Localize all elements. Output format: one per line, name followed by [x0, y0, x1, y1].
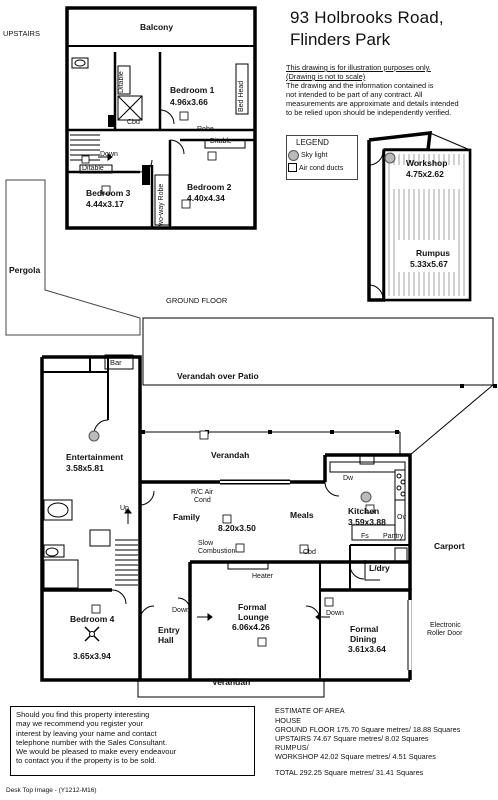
two-way-robe-label: Two-way Robe — [158, 183, 165, 230]
kitchen-dim: 3.59x3.88 — [348, 517, 386, 527]
notice-line-1: Should you find this property interestin… — [16, 710, 150, 719]
workshop-dim: 4.75x2.62 — [406, 169, 444, 179]
electronic-label: Electronic — [430, 622, 461, 629]
image-code: Desk Top Image - (Y1212-M16) — [6, 787, 97, 794]
fs-label: Fs — [361, 533, 369, 540]
cbd-upper-label: Cbd — [127, 119, 140, 126]
bedroom-1-dim: 4.96x3.66 — [170, 97, 208, 107]
formal-lounge-label-1: Formal — [238, 602, 267, 612]
family-label: Family — [173, 512, 200, 522]
down-entry-label: Down — [172, 607, 190, 614]
estimate-total: TOTAL 292.25 Square metres/ 31.41 Square… — [275, 768, 424, 777]
estimate-rumpus: RUMPUS/ — [275, 743, 309, 752]
verandah-mid-label: Verandah — [211, 450, 250, 460]
skylight-legend — [384, 152, 396, 164]
address-line-2: Flinders Park — [290, 30, 391, 49]
disclaimer-line-3: The drawing and the information containe… — [286, 81, 434, 90]
laundry-label: L/dry — [369, 563, 390, 573]
combustion-label: Combustion — [198, 548, 236, 555]
down-dining-label: Down — [326, 610, 344, 617]
notice-line-5: We would be pleased to make every endeav… — [16, 747, 177, 757]
hall-label: Hall — [158, 635, 174, 645]
kitchen-label: Kitchen — [348, 506, 380, 516]
slow-label: Slow — [198, 540, 214, 547]
rumpus-label: Rumpus — [416, 248, 450, 258]
pergola-label: Pergola — [9, 265, 41, 275]
bedroom-2-label: Bedroom 2 — [187, 182, 232, 192]
disclaimer-line-2: (Drawing is not to scale) — [286, 72, 366, 81]
entertainment-label: Entertainment — [66, 452, 124, 462]
verandah-patio-label: Verandah over Patio — [177, 371, 259, 381]
bedroom-4-label: Bedroom 4 — [70, 614, 115, 624]
formal-dining-label-1: Formal — [350, 624, 379, 634]
skylight-legend-icon — [288, 150, 299, 161]
rc-air-label: R/C Air — [191, 489, 214, 496]
pantry-label: Pantry — [383, 533, 404, 540]
ditable-bed2-label: Ditable — [210, 138, 232, 145]
disclaimer-line-5: measurements are approximate and details… — [286, 99, 459, 108]
aircon-legend-icon — [288, 163, 297, 172]
carport-label: Carport — [434, 541, 465, 551]
skylight-kitchen — [360, 491, 372, 503]
estimate-upstairs: UPSTAIRS 74.67 Square metres/ 8.02 Squar… — [275, 734, 429, 743]
upstairs-outer-wall — [65, 6, 257, 230]
pergola-outline — [5, 179, 141, 336]
disclaimer-line-4: not intended to be part of any contract.… — [286, 90, 423, 99]
ditable-upper-label: Ditable — [118, 71, 125, 93]
formal-lounge-label-2: Lounge — [238, 612, 269, 622]
heater-label: Heater — [252, 573, 274, 580]
up-label: Up — [120, 505, 129, 512]
bedroom-2-dim: 4.40x4.34 — [187, 193, 225, 203]
cbd-lower-label: Cbd — [303, 549, 316, 556]
bar-label: Bar — [110, 358, 122, 367]
estimate-house: HOUSE — [275, 716, 301, 725]
rumpus-dim: 5.33x5.67 — [410, 259, 448, 269]
formal-dining-label-2: Dining — [350, 634, 377, 644]
disclaimer-line-6: to be relied upon should be independentl… — [286, 108, 452, 117]
notice-line-6: to contact you if the property is to be … — [16, 756, 157, 766]
bedroom-3-dim: 4.44x3.17 — [86, 199, 124, 209]
robe-label: Robe — [197, 126, 214, 133]
disclaimer-line-1: This drawing is for illustration purpose… — [286, 63, 431, 72]
notice-line-3: interest by leaving your name and contac… — [16, 728, 157, 738]
bedroom-1-label: Bedroom 1 — [170, 85, 215, 95]
bedroom-3-label: Bedroom 3 — [86, 188, 131, 198]
formal-dining-dim: 3.61x3.64 — [348, 644, 386, 654]
skylight-entertainment — [88, 430, 100, 442]
meals-label: Meals — [290, 510, 314, 520]
ground-floor-label: GROUND FLOOR — [166, 296, 228, 305]
estimate-workshop: WORKSHOP 42.02 Square metres/ 4.51 Squar… — [275, 752, 436, 761]
legend-title: LEGEND — [296, 138, 329, 147]
roller-door-label: Roller Door — [427, 630, 463, 637]
family-dim: 8.20x3.50 — [218, 523, 256, 533]
down-upper-label: Down — [100, 151, 118, 158]
legend-skylight-label: Sky light — [301, 152, 328, 159]
workshop-label: Workshop — [406, 158, 448, 168]
cond-label: Cond — [194, 497, 211, 504]
estimate-title: ESTIMATE OF AREA — [275, 706, 345, 715]
entry-label: Entry — [158, 625, 180, 635]
upstairs-label: UPSTAIRS — [3, 29, 40, 38]
ov-label: Ov — [397, 514, 406, 521]
notice-line-4: telephone number with the Sales Consulta… — [16, 737, 168, 747]
bed-head-label: Bed Head — [238, 80, 245, 112]
bedroom-4-dim: 3.65x3.94 — [73, 651, 111, 661]
legend-aircon-label: Air cond ducts — [299, 165, 344, 172]
notice-line-2: may we recommend you register your — [16, 719, 144, 729]
notice-box: Should you find this property interestin… — [10, 706, 255, 776]
entertainment-dim: 3.58x5.81 — [66, 463, 104, 473]
estimate-ground: GROUND FLOOR 175.70 Square metres/ 18.88… — [275, 725, 461, 734]
dw-label: Dw — [343, 475, 354, 482]
address-line-1: 93 Holbrooks Road, — [290, 8, 444, 27]
balcony-label: Balcony — [140, 22, 174, 32]
ground-outer-wall — [42, 355, 142, 590]
verandah-bottom-label: Verandah — [212, 677, 251, 687]
formal-lounge-dim: 6.06x4.26 — [232, 622, 270, 632]
ditable-bed3-label: Ditable — [82, 165, 104, 172]
